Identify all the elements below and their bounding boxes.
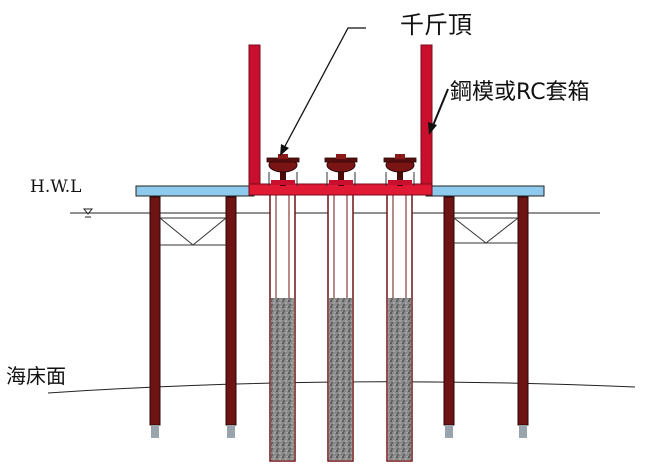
cross-bracing <box>453 217 519 244</box>
foundation-pile-2 <box>327 192 354 462</box>
concrete-fill <box>271 298 294 460</box>
casing-right-wall <box>420 44 433 196</box>
foundation-pile-1 <box>269 192 296 462</box>
concrete-fill <box>388 298 411 460</box>
casing-label: 鋼模或RC套箱 <box>450 80 590 105</box>
jack-leader-arrow <box>280 27 366 156</box>
hydraulic-jack-icon <box>266 154 300 186</box>
hwl-label: H.W.L <box>30 177 81 197</box>
water-level-icon <box>82 208 94 218</box>
support-pile <box>149 196 161 426</box>
deck-left <box>135 185 255 197</box>
casing-leader-arrow <box>428 88 449 135</box>
jack-label: 千斤頂 <box>400 11 472 39</box>
hydraulic-jack-icon <box>324 154 358 186</box>
support-pile <box>443 196 455 426</box>
concrete-fill <box>329 298 352 460</box>
right-support-frame <box>443 196 529 438</box>
support-pile <box>225 196 237 426</box>
hydraulic-jack-icon <box>383 154 417 186</box>
casing-box <box>248 44 433 196</box>
foundation-pile-3 <box>386 192 413 462</box>
cross-bracing <box>159 217 227 246</box>
deck-right <box>425 185 545 197</box>
casing-left-wall <box>248 44 261 196</box>
seabed-label: 海床面 <box>6 364 66 388</box>
support-pile <box>517 196 529 426</box>
left-support-frame <box>149 196 237 438</box>
